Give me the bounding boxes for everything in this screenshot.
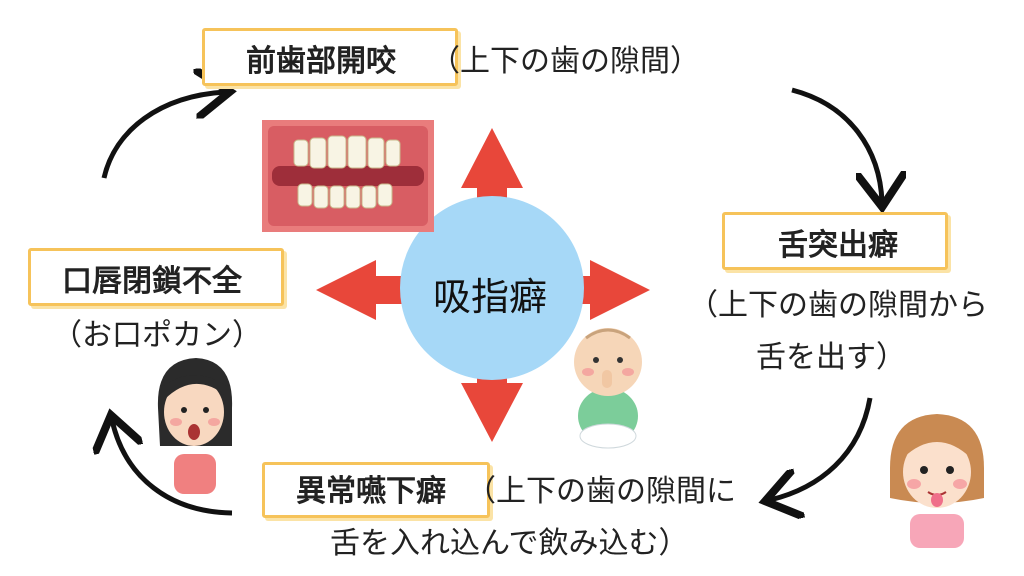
top-title-box [202,28,458,86]
cycle-arrow-bottom-to-left [112,420,233,516]
right-title-box [722,212,948,270]
cycle-arrow-right-to-bottom [770,397,873,500]
left-note: （お口ポカン） [52,318,262,353]
bottom-title: 異常嚥下癖 [296,474,446,509]
cycle-arrow-left-to-top [101,92,225,179]
right-note-line2: 舌を出す） [756,340,906,375]
cycle-arrow-top-to-right [791,87,882,202]
girl-open-mouth-illustration [157,358,233,494]
red-arrow-right [566,260,650,320]
left-title: 口唇閉鎖不全 [62,264,242,299]
red-arrow-down [461,357,523,442]
center-label: 吸指癖 [433,275,548,319]
right-title: 舌突出癖 [778,228,898,263]
bottom-note-line2: 舌を入れ込んで飲み込む） [330,526,689,561]
right-note-line1: （上下の歯の隙間から [688,288,988,323]
top-title: 前歯部開咬 [246,44,396,79]
left-title-box [28,248,284,306]
red-arrow-left [316,260,402,320]
red-arrows [316,128,650,442]
bottom-title-box [262,462,490,518]
top-note: （上下の歯の隙間） [430,44,700,79]
red-arrow-up [461,128,523,215]
baby-thumb-sucking-illustration [574,328,642,449]
girl-tongue-out-illustration [890,414,984,548]
bottom-note-line1: （上下の歯の隙間に [466,474,736,509]
open-bite-teeth-illustration [262,120,434,232]
